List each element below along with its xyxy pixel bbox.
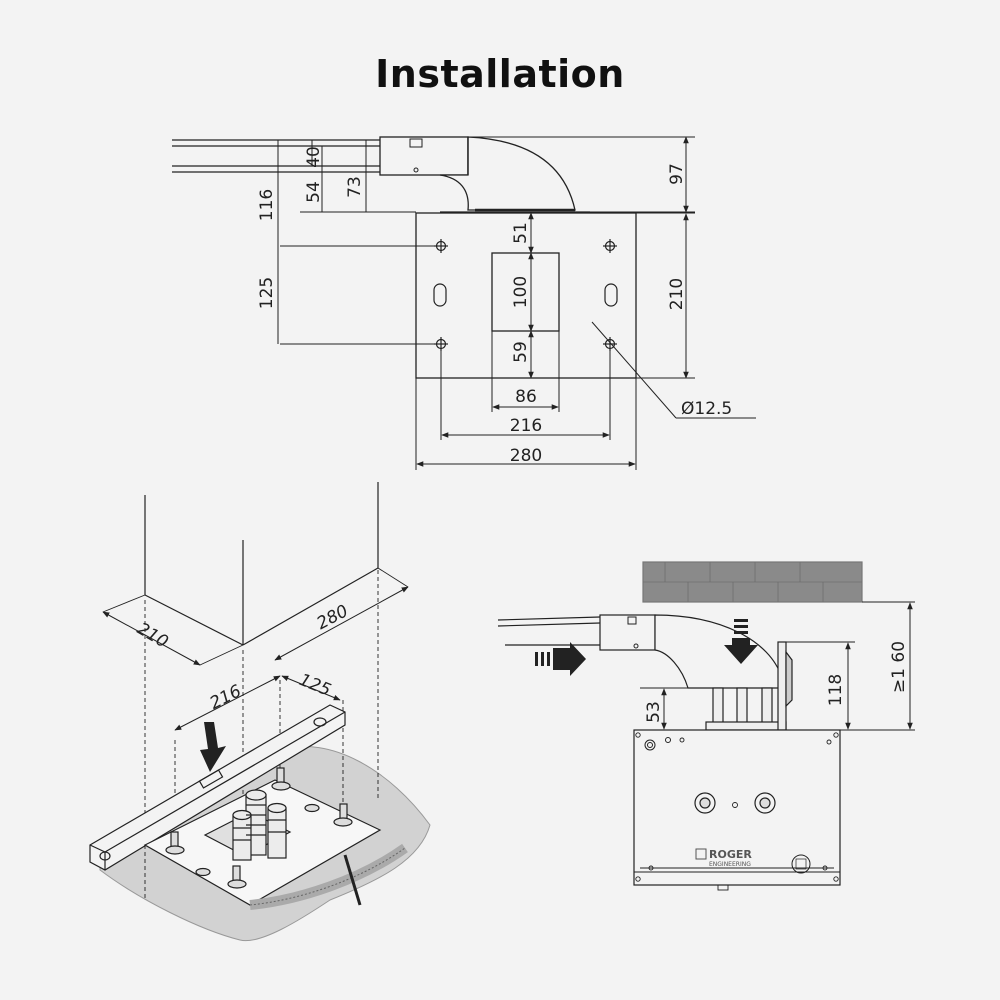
dim-59: 59 bbox=[511, 341, 531, 363]
down-push-arrow-icon bbox=[724, 619, 758, 664]
dim-97: 97 bbox=[667, 163, 687, 185]
conduit-pipes bbox=[232, 789, 287, 861]
side-dim-118: 118 bbox=[826, 674, 846, 706]
box-screws bbox=[635, 732, 839, 882]
side-dim-53: 53 bbox=[644, 701, 664, 723]
release-knobs bbox=[694, 792, 776, 814]
iso-dim-280: 280 bbox=[314, 601, 352, 634]
page-title: Installation bbox=[375, 52, 625, 96]
dim-40: 40 bbox=[304, 146, 324, 168]
dim-210: 210 bbox=[667, 278, 687, 310]
dim-51: 51 bbox=[511, 222, 531, 244]
dim-125: 125 bbox=[257, 277, 277, 309]
mounting-holes bbox=[433, 239, 618, 351]
dim-hole-diameter: Ø12.5 bbox=[681, 399, 732, 419]
isometric-view bbox=[89, 482, 431, 942]
top-technical-view bbox=[172, 136, 756, 470]
dim-116: 116 bbox=[257, 189, 277, 221]
brand-name: ROGER bbox=[709, 848, 752, 861]
side-view bbox=[497, 561, 915, 891]
dim-216: 216 bbox=[510, 416, 542, 436]
spirit-level bbox=[89, 704, 346, 871]
side-bracket bbox=[654, 614, 783, 689]
arm-rail bbox=[172, 136, 469, 176]
dim-54: 54 bbox=[304, 181, 324, 203]
push-arrow-icon bbox=[535, 642, 586, 676]
dim-280: 280 bbox=[510, 446, 542, 466]
dim-86: 86 bbox=[515, 387, 537, 407]
iso-dim-210: 210 bbox=[133, 619, 171, 653]
side-dim-160: ≥1 60 bbox=[889, 641, 909, 693]
brand-sub: ENGINEERING bbox=[709, 861, 751, 868]
iso-dim-125: 125 bbox=[296, 670, 334, 701]
anchor-studs bbox=[165, 767, 353, 889]
receiver-badge-icon bbox=[791, 854, 811, 874]
dim-100: 100 bbox=[511, 276, 531, 308]
cable-opening bbox=[491, 252, 560, 332]
iso-dim-216: 216 bbox=[207, 681, 245, 714]
dim-73: 73 bbox=[345, 176, 365, 198]
base-plate bbox=[415, 212, 637, 379]
down-arrow-icon bbox=[200, 722, 226, 772]
brand-logo-box bbox=[695, 848, 707, 860]
